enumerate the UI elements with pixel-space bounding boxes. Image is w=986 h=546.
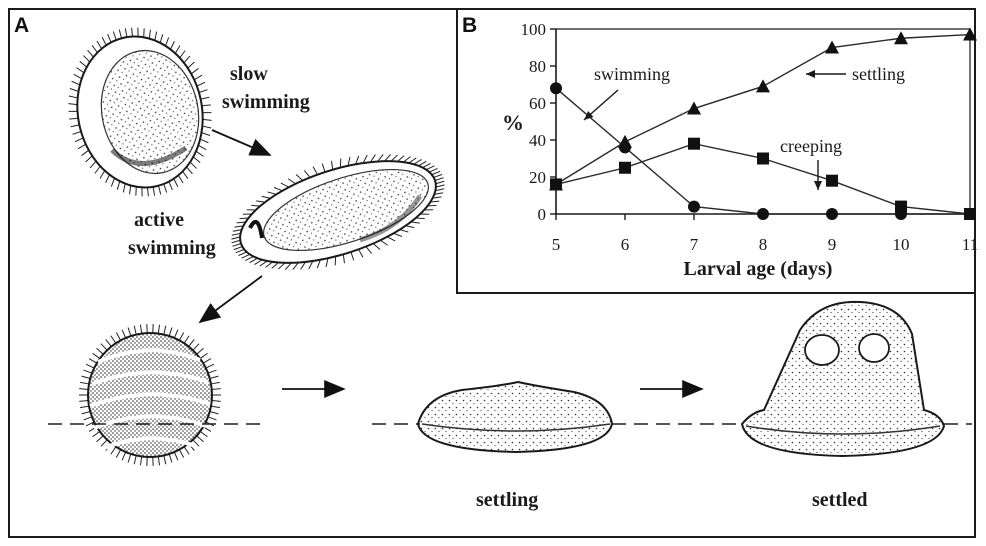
data-point-swimming [826,208,838,220]
annotation-arrowhead-creeping [814,181,822,190]
y-tick-label: 80 [529,57,546,76]
x-tick-label: 6 [621,235,630,254]
y-tick-label: 60 [529,94,546,113]
annotation-arrowhead-settling [806,70,815,78]
series-line-swimming [556,88,970,214]
x-tick-label: 7 [690,235,699,254]
y-tick-label: 40 [529,131,546,150]
data-point-creeping [757,153,769,165]
x-tick-label: 5 [552,235,561,254]
x-axis-label: Larval age (days) [684,258,833,280]
chart-annotations: swimming settling creeping [584,64,905,190]
data-point-settling [687,102,701,115]
y-tick-label: 0 [538,205,547,224]
data-point-creeping [895,201,907,213]
x-tick-label: 8 [759,235,768,254]
data-point-creeping [688,138,700,150]
chart-series-lines [556,35,970,214]
annotation-settling: settling [852,64,905,84]
data-point-creeping [964,208,976,220]
data-point-settling [756,79,770,92]
data-point-swimming [757,208,769,220]
data-point-creeping [550,178,562,190]
y-tick-label: 100 [521,20,547,39]
y-axis-label: % [502,110,524,135]
annotation-creeping: creeping [780,136,842,156]
annotation-swimming: swimming [594,64,670,84]
x-tick-label: 10 [893,235,910,254]
x-tick-label: 11 [962,235,978,254]
data-point-creeping [826,175,838,187]
chart-ticks: 0 20 40 60 80 100 5 6 7 8 9 10 11 [521,20,979,254]
chart-markers [549,28,977,220]
x-tick-label: 9 [828,235,837,254]
y-tick-label: 20 [529,168,546,187]
data-point-creeping [619,162,631,174]
data-point-swimming [688,201,700,213]
data-point-swimming [550,82,562,94]
chart-axes [556,29,970,214]
data-point-settling [618,135,632,148]
